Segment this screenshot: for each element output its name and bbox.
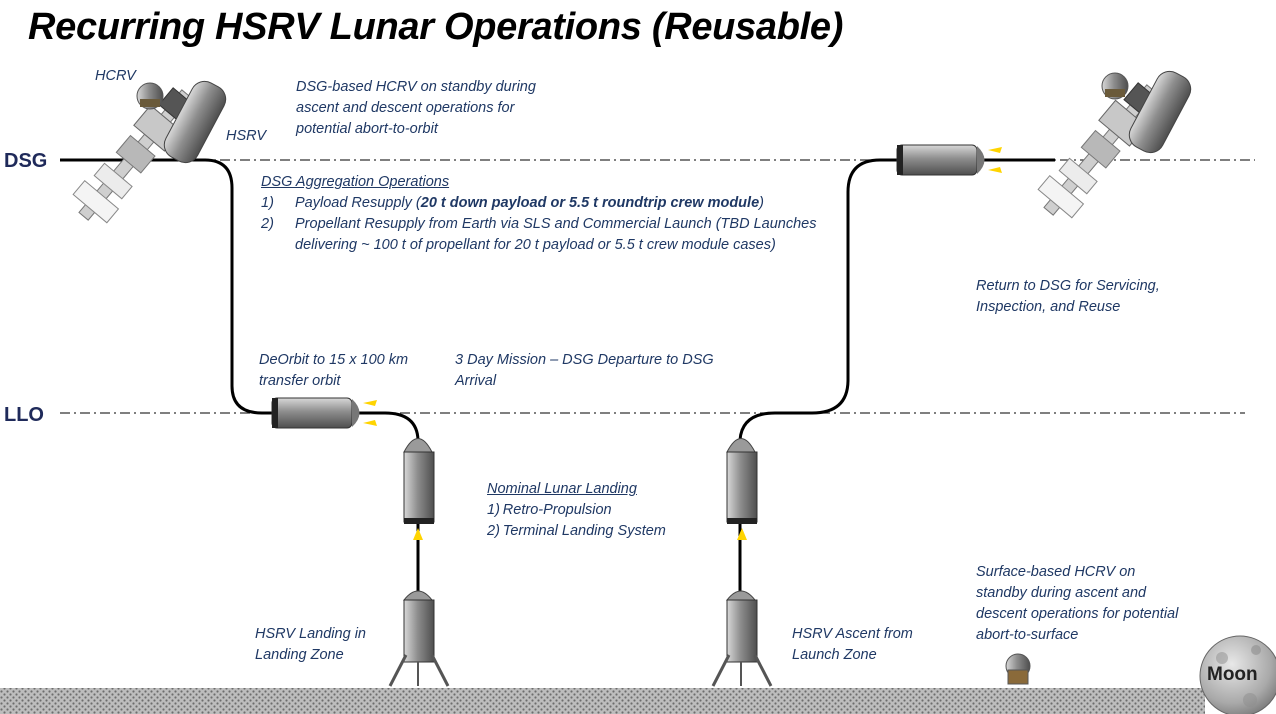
mission-note: 3 Day Mission – DSG Departure to DSG Arr…: [455, 352, 714, 389]
surface-standby-note: Surface-based HCRV on standby during asc…: [976, 564, 1179, 643]
hsrv-descent-icon: [403, 438, 435, 540]
landing-item-1: 1) Retro-Propulsion: [487, 502, 612, 518]
landing-note: Nominal Lunar Landing 1) Retro-Propulsio…: [487, 479, 717, 542]
ascent-trajectory: [738, 158, 1055, 600]
hsrv-landed-left-icon: [388, 590, 450, 687]
hcrv-surface-icon: [1005, 653, 1031, 685]
aggregation-item-1-bold: 20 t down payload or 5.5 t roundtrip cre…: [420, 195, 760, 211]
aggregation-item-1-number: 1): [261, 195, 274, 211]
hcrv-capsule-right-icon: [1101, 72, 1129, 100]
dsg-orbit-label: DSG: [4, 150, 48, 172]
descent-trajectory: [60, 158, 420, 600]
hsrv-ascent-icon: [726, 438, 758, 540]
hsrv-landing-note: HSRV Landing in Landing Zone: [255, 626, 366, 663]
aggregation-item-1-prefix: Payload Resupply (: [295, 195, 421, 211]
hcrv-capsule-left-icon: [136, 82, 164, 110]
aggregation-item-2-text: Propellant Resupply from Earth via SLS a…: [295, 216, 817, 253]
hsrv-ascent-note: HSRV Ascent from Launch Zone: [792, 626, 913, 663]
aggregation-item-1-suffix: ): [759, 195, 764, 211]
aggregation-heading: DSG Aggregation Operations: [261, 174, 450, 190]
dsg-standby-note: DSG-based HCRV on standby during ascent …: [296, 79, 536, 137]
aggregation-item-1: 1) Payload Resupply (20 t down payload or…: [261, 193, 821, 214]
llo-orbit-label: LLO: [4, 404, 44, 426]
landing-item-2: 2) Terminal Landing System: [487, 523, 666, 539]
deorbit-note: DeOrbit to 15 x 100 km transfer orbit: [259, 352, 409, 389]
return-dsg-note: Return to DSG for Servicing, Inspection,…: [976, 278, 1160, 315]
aggregation-item-2-number: 2): [261, 216, 274, 232]
hsrv-docked-right-icon: [1128, 70, 1192, 154]
hcrv-label: HCRV: [95, 68, 136, 84]
hsrv-deorbit-icon: [271, 397, 377, 429]
hsrv-landed-right-icon: [711, 590, 773, 687]
lunar-surface: [0, 688, 1205, 714]
hsrv-docked-left-icon: [163, 80, 227, 164]
aggregation-note: DSG Aggregation Operations 1) Payload Res…: [261, 172, 821, 256]
landing-heading: Nominal Lunar Landing: [487, 481, 637, 497]
hsrv-return-icon: [896, 144, 1002, 176]
hsrv-label: HSRV: [226, 128, 267, 144]
page-title: Recurring HSRV Lunar Operations (Reusabl…: [28, 6, 844, 48]
aggregation-item-2: 2) Propellant Resupply from Earth via SLS…: [261, 214, 821, 256]
moon-label: Moon: [1207, 664, 1258, 685]
